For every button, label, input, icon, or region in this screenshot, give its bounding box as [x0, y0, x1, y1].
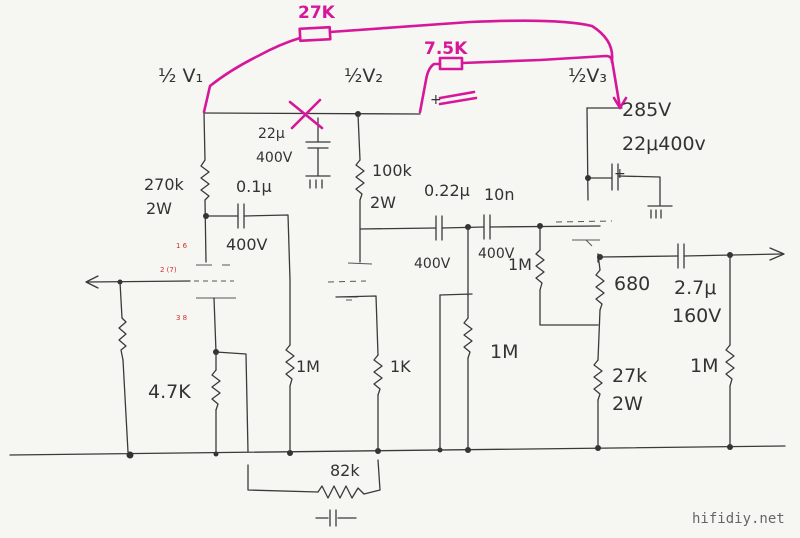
- label-270k: 270k: [144, 175, 185, 194]
- output-resistor: [725, 254, 735, 448]
- pin-mark-38: 3 8: [176, 314, 187, 322]
- v3-grid-stopper: [535, 225, 599, 326]
- label-7-5k: 7.5K: [424, 39, 468, 59]
- label-0-1u: 0.1μ: [236, 177, 272, 196]
- input-grid-resistor: [118, 317, 129, 453]
- label-v3: ½V₃: [568, 65, 607, 87]
- label-160v: 160V: [672, 305, 721, 327]
- label-0-22u: 0.22μ: [424, 181, 470, 200]
- label-1m-b: 1M: [296, 357, 320, 376]
- v3-tube: [555, 107, 613, 263]
- mod-75k-dropper: [418, 54, 614, 114]
- label-2-7u: 2.7μ: [674, 277, 716, 299]
- label-v2: ½V₂: [344, 65, 383, 87]
- v3-decoupling-cap: [585, 163, 673, 219]
- label-plus-v3: +: [614, 166, 626, 182]
- ground-rail: [9, 444, 786, 459]
- label-1m-a: 1M: [508, 255, 532, 274]
- label-feedback-27k: 27K: [298, 3, 336, 23]
- output-line: [599, 243, 785, 269]
- bottom-feedback-loop: [247, 459, 381, 527]
- label-400v-c: 400V: [478, 246, 515, 262]
- mod-strike: [438, 90, 478, 106]
- label-100k: 100k: [372, 161, 413, 180]
- label-400v-a: 400V: [226, 235, 268, 254]
- v2-output-line: [359, 214, 601, 296]
- mod-feedback-27k: [202, 19, 628, 114]
- label-22u-400v: 22μ400v: [622, 133, 706, 155]
- v1-cathode-cap-branch: [215, 351, 249, 453]
- label-27k: 27k: [612, 365, 647, 387]
- v3-grid-resistor: [439, 293, 473, 451]
- label-2w-a: 2W: [146, 199, 172, 218]
- input-line: [85, 275, 191, 319]
- watermark: hifidiy.net: [692, 511, 785, 527]
- v1-anode-resistor: [200, 112, 210, 263]
- label-removed-cap-v: 400V: [256, 150, 293, 166]
- label-4-7k: 4.7K: [148, 381, 191, 403]
- label-285v: 285V: [622, 99, 671, 121]
- label-10n: 10n: [484, 185, 515, 204]
- labels: 27K 7.5K ½ V₁ ½V₂ ½V₃ 285V 22μ400v + + 2…: [144, 3, 785, 527]
- v1-cathode-resistor: [211, 351, 221, 455]
- label-680: 680: [614, 273, 650, 295]
- label-2w-b: 2W: [370, 193, 396, 212]
- ht-rail: [203, 107, 623, 117]
- v1-tube: [194, 264, 236, 355]
- label-v1: ½ V₁: [158, 65, 203, 87]
- label-plus-removed: +: [430, 92, 442, 108]
- pin-mark-16: 1 6: [176, 242, 188, 250]
- v2-tube: [327, 280, 379, 356]
- label-removed-cap: 22μ: [258, 126, 285, 142]
- v3-cathode-chain: [593, 253, 605, 449]
- pin-mark-27: 2 (7): [160, 266, 177, 274]
- removed-cap: [288, 98, 331, 189]
- v2-anode-resistor: [347, 113, 373, 265]
- label-400v-b: 400V: [414, 256, 451, 272]
- label-1m-c: 1M: [490, 341, 518, 363]
- v2-cathode-resistor: [373, 354, 383, 452]
- label-1m-d: 1M: [690, 355, 718, 377]
- coupling-cap-1: [205, 203, 291, 281]
- label-82k: 82k: [330, 461, 360, 480]
- label-2w-c: 2W: [612, 393, 643, 415]
- v2-grid-resistor: [285, 279, 295, 453]
- label-1k: 1K: [390, 357, 411, 376]
